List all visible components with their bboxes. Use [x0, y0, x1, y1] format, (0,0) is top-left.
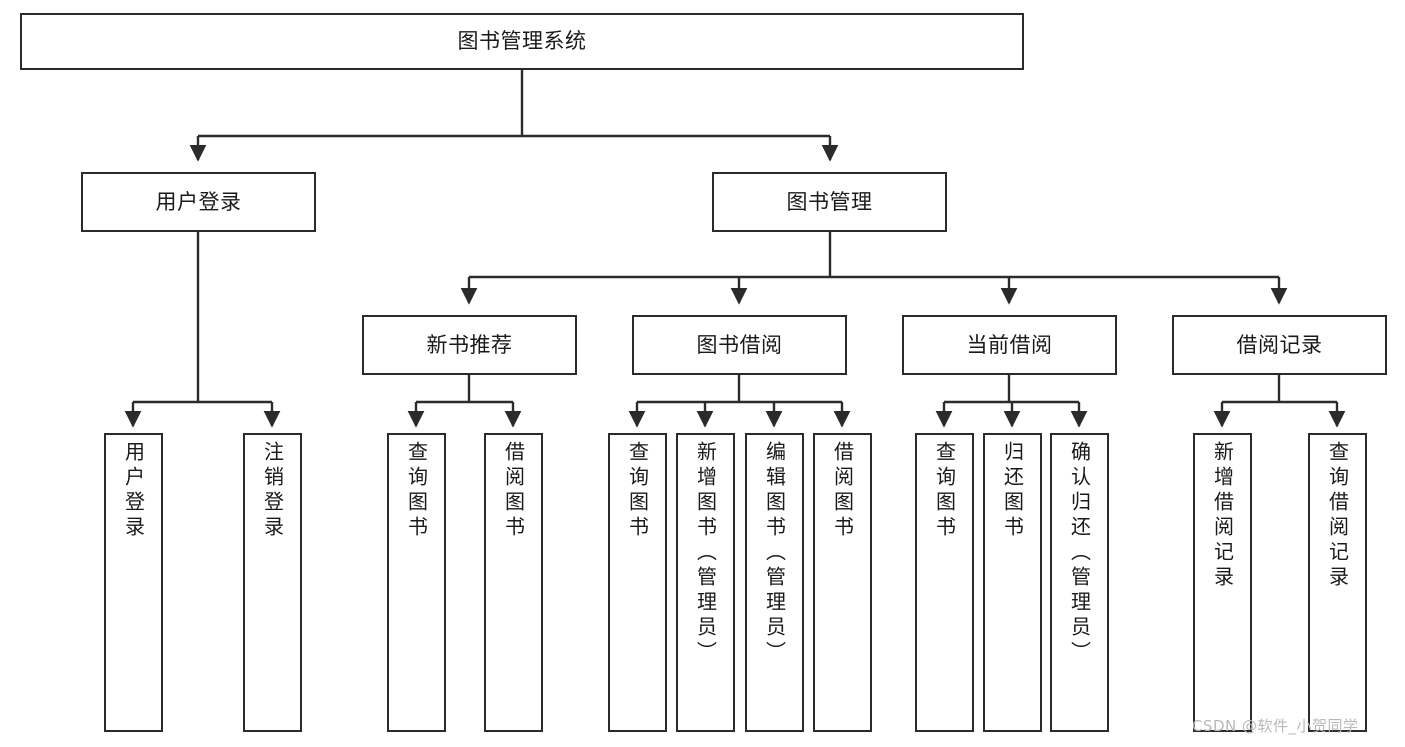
- node-root-library-management-system[interactable]: 图书管理系统: [20, 13, 1024, 70]
- node-book-management[interactable]: 图书管理: [712, 172, 947, 232]
- node-book-borrowing[interactable]: 图书借阅: [632, 315, 847, 375]
- node-current-borrowing[interactable]: 当前借阅: [902, 315, 1117, 375]
- leaf-current-borrow-return-book[interactable]: 归还图书: [983, 433, 1042, 732]
- node-label: 确认归还（管理员）: [1067, 441, 1092, 666]
- leaf-current-borrow-query-book[interactable]: 查询图书: [915, 433, 974, 732]
- node-label: 新增图书（管理员）: [693, 441, 718, 666]
- leaf-borrow-record-query-record[interactable]: 查询借阅记录: [1308, 433, 1367, 732]
- node-label: 新增借阅记录: [1210, 441, 1235, 591]
- node-label: 借阅图书: [501, 441, 526, 541]
- leaf-borrow-record-add-record[interactable]: 新增借阅记录: [1193, 433, 1252, 732]
- watermark: CSDN @软件_小贺同学: [1192, 717, 1359, 735]
- node-label: 当前借阅: [966, 332, 1053, 357]
- leaf-user-login-logout[interactable]: 注销登录: [243, 433, 302, 732]
- node-label: 图书管理系统: [457, 29, 587, 54]
- leaf-book-borrow-borrow-book[interactable]: 借阅图书: [813, 433, 872, 732]
- node-label: 借阅记录: [1236, 332, 1323, 357]
- leaf-new-book-query-book[interactable]: 查询图书: [387, 433, 446, 732]
- node-label: 新书推荐: [426, 332, 513, 357]
- node-label: 用户登录: [155, 189, 242, 214]
- leaf-book-borrow-edit-book-admin[interactable]: 编辑图书（管理员）: [745, 433, 804, 732]
- leaf-book-borrow-add-book-admin[interactable]: 新增图书（管理员）: [676, 433, 735, 732]
- leaf-book-borrow-query-book[interactable]: 查询图书: [608, 433, 667, 732]
- node-new-book-recommendation[interactable]: 新书推荐: [362, 315, 577, 375]
- leaf-user-login-login[interactable]: 用户登录: [104, 433, 163, 732]
- node-label: 归还图书: [1000, 441, 1025, 541]
- node-label: 编辑图书（管理员）: [762, 441, 787, 666]
- node-label: 查询图书: [625, 441, 650, 541]
- node-label: 图书管理: [786, 189, 873, 214]
- node-label: 查询图书: [404, 441, 429, 541]
- node-label: 查询借阅记录: [1325, 441, 1350, 591]
- node-label: 注销登录: [260, 441, 285, 541]
- node-label: 图书借阅: [696, 332, 783, 357]
- node-label: 用户登录: [121, 441, 146, 541]
- node-borrowing-record[interactable]: 借阅记录: [1172, 315, 1387, 375]
- node-label: 借阅图书: [830, 441, 855, 541]
- leaf-current-borrow-confirm-return-admin[interactable]: 确认归还（管理员）: [1050, 433, 1109, 732]
- node-label: 查询图书: [932, 441, 957, 541]
- node-user-login[interactable]: 用户登录: [81, 172, 316, 232]
- leaf-new-book-borrow-book[interactable]: 借阅图书: [484, 433, 543, 732]
